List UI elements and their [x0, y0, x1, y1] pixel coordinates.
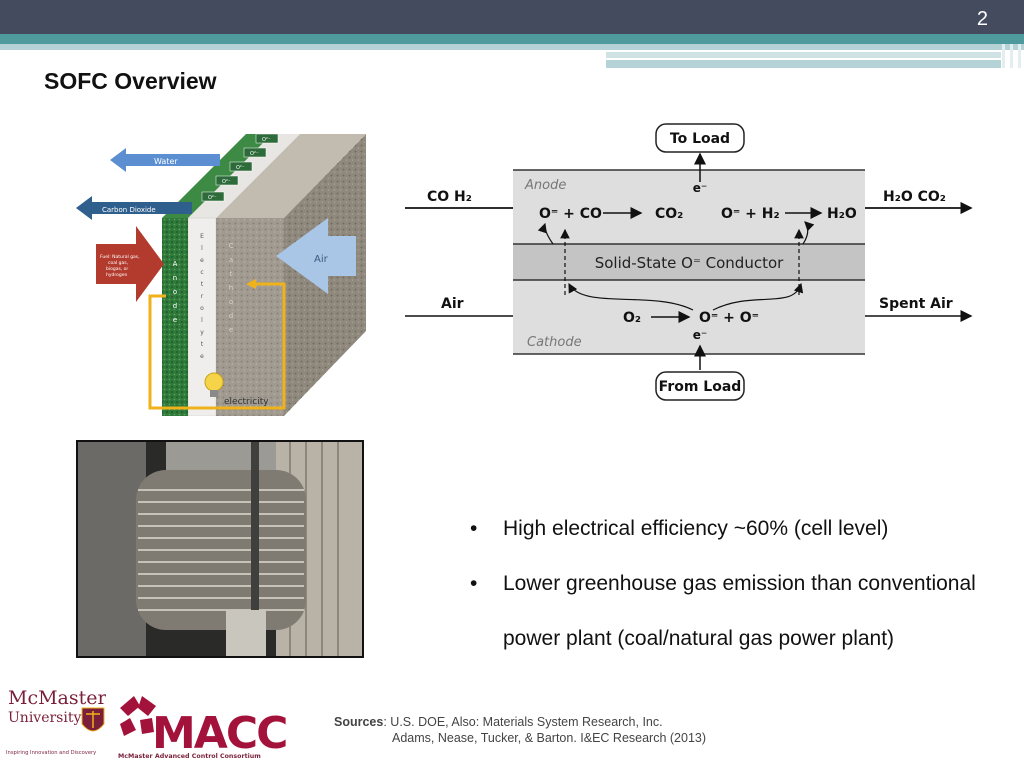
ion-label: O²⁻ [236, 165, 245, 171]
header-divider [1018, 44, 1021, 68]
fuel-arrow [96, 226, 164, 302]
svg-text:University: University [8, 710, 81, 726]
sources-label: Sources [334, 715, 384, 729]
svg-text:d: d [173, 302, 177, 310]
svg-text:o: o [173, 288, 177, 296]
svg-text:d: d [229, 312, 233, 320]
bullet-item: • Lower greenhouse gas emission than con… [470, 570, 1024, 598]
sofc-stack-photo [76, 440, 364, 658]
svg-text:t: t [201, 281, 204, 288]
bullet-continuation: power plant (coal/natural gas power plan… [503, 627, 895, 650]
header-band-teal [0, 34, 1024, 44]
bullet-text: High electrical efficiency ~60% (cell le… [503, 517, 889, 540]
air-arrow [276, 218, 356, 294]
ion-label: O²⁻ [262, 137, 271, 143]
svg-text:n: n [173, 274, 177, 282]
air-output-label: Spent Air [879, 296, 953, 312]
svg-text:e: e [173, 316, 177, 324]
svg-text:l: l [201, 245, 203, 252]
water-arrow [110, 148, 220, 172]
svg-text:r: r [201, 293, 204, 300]
cathode-reactant: O₂ [623, 310, 641, 326]
sources-note: Sources: U.S. DOE, Also: Materials Syste… [334, 714, 706, 746]
air-input-label: Air [441, 296, 464, 312]
anode-label: Anode [524, 178, 566, 193]
svg-text:C: C [229, 242, 234, 250]
svg-text:E: E [200, 233, 204, 240]
ion-label: O²⁻ [222, 179, 231, 185]
air-label: Air [314, 254, 329, 265]
mcmaster-logo: McMaster University Inspiring Innovation… [6, 687, 106, 756]
to-load-label: To Load [670, 131, 730, 147]
bullet-marker: • [470, 517, 478, 540]
svg-text:o: o [229, 298, 233, 306]
bullet-text: Lower greenhouse gas emission than conve… [503, 572, 976, 595]
header-band-light [0, 44, 1024, 50]
page-number: 2 [976, 8, 988, 30]
svg-text:McMaster: McMaster [8, 687, 106, 709]
slide-title: SOFC Overview [44, 68, 217, 94]
bullet-list: • High electrical efficiency ~60% (cell … [470, 515, 1024, 653]
svg-text:MACC: MACC [152, 708, 286, 759]
header-band-right-lower [606, 60, 1001, 68]
fuel-output-label: H₂O CO₂ [883, 189, 946, 205]
electron-label-bottom: e⁻ [693, 328, 707, 342]
bullet-marker: • [470, 572, 478, 595]
svg-text:e: e [229, 326, 233, 334]
svg-text:McMaster Advanced Control Cons: McMaster Advanced Control Consortium [118, 753, 261, 760]
header-band-right-upper [606, 52, 1001, 58]
macc-logo: MACC McMaster Advanced Control Consortiu… [118, 696, 286, 760]
svg-text:o: o [200, 305, 204, 312]
from-load-label: From Load [659, 379, 742, 395]
svg-text:h: h [229, 284, 233, 292]
header-divider [1010, 44, 1013, 68]
svg-text:t: t [230, 270, 233, 278]
anode-reactant-1: O⁼ + CO [539, 206, 602, 222]
anode-product-2: H₂O [827, 206, 857, 222]
svg-text:e: e [200, 353, 204, 360]
svg-text:Inspiring Innovation and Disco: Inspiring Innovation and Discovery [6, 750, 96, 756]
fuel-input-label: CO H₂ [427, 189, 472, 205]
sources-line-1: : U.S. DOE, Also: Materials System Resea… [383, 715, 663, 729]
bullet-item: • High electrical efficiency ~60% (cell … [470, 515, 1024, 543]
electron-label-top: e⁻ [693, 181, 707, 195]
header-bar: 2 [0, 0, 1024, 34]
svg-text:y: y [200, 329, 204, 336]
ion-label: O²⁻ [250, 151, 259, 157]
svg-text:a: a [229, 256, 233, 264]
header-divider [1002, 44, 1005, 68]
svg-text:c: c [200, 269, 203, 276]
svg-text:e: e [200, 257, 204, 264]
sources-line-2: Adams, Nease, Tucker, & Barton. I&EC Res… [392, 731, 707, 745]
svg-text:Fuel: Natural gas, coal ga: Fuel: Natural gas, coal gas, biogas, or … [100, 254, 141, 278]
cathode-product: O⁼ + O⁼ [699, 310, 759, 326]
anode-reactant-2: O⁼ + H₂ [721, 206, 780, 222]
water-label: Water [154, 157, 178, 166]
cathode-label: Cathode [527, 335, 582, 350]
sofc-cell-diagram: O²⁻ O²⁻ O²⁻ O²⁻ O²⁻ Water Carbon Dioxide… [66, 126, 366, 416]
conductor-label: Solid-State O⁼ Conductor [595, 254, 784, 272]
anode-product-1: CO₂ [655, 206, 683, 222]
ion-label: O²⁻ [208, 195, 217, 201]
co2-label: Carbon Dioxide [102, 206, 156, 214]
svg-text:t: t [201, 341, 204, 348]
sofc-reaction-diagram: Anode Cathode Solid-State O⁼ Conductor T… [405, 123, 973, 401]
svg-text:A: A [173, 260, 178, 268]
svg-text:l: l [201, 317, 203, 324]
electricity-label: electricity [224, 397, 269, 407]
co2-arrow [76, 196, 192, 220]
